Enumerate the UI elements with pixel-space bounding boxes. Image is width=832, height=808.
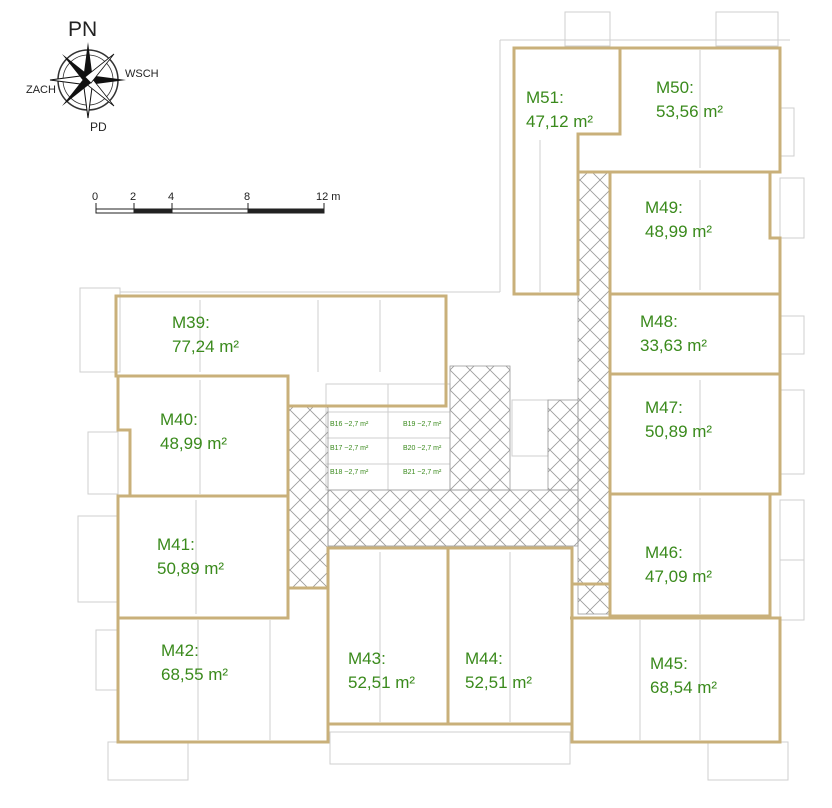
storage-label-b21: B21 ~2,7 m² — [403, 469, 442, 476]
apartment-m43-name: M43: — [348, 649, 386, 668]
scale-tick-4: 4 — [168, 191, 174, 203]
storage-label-b16: B16 ~2,7 m² — [330, 421, 369, 428]
storage-label-b20: B20 ~2,7 m² — [403, 445, 442, 452]
scale-bar: 0 2 4 8 12 m — [92, 191, 340, 214]
apartment-m48-area: 33,63 m² — [640, 336, 707, 355]
apartment-m44-name: M44: — [465, 649, 503, 668]
apartment-m43-outline — [326, 546, 450, 726]
apartment-m47-name: M47: — [645, 398, 683, 417]
compass-east-label: WSCH — [125, 68, 159, 80]
apartment-m46-name: M46: — [645, 543, 683, 562]
storage-label-b18: B18 ~2,7 m² — [330, 469, 369, 476]
storage-label-b17: B17 ~2,7 m² — [330, 445, 369, 452]
compass-rose: PN PD ZACH WSCH — [26, 18, 159, 134]
apartment-m50-area: 53,56 m² — [656, 102, 723, 121]
compass-north-label: PN — [68, 18, 97, 41]
apartment-m47-area: 50,89 m² — [645, 422, 712, 441]
apartment-m41-outline — [116, 494, 290, 620]
apartment-m49-area: 48,99 m² — [645, 222, 712, 241]
apartment-m44-area: 52,51 m² — [465, 673, 532, 692]
apartment-m41-area: 50,89 m² — [157, 559, 224, 578]
apartment-m48-outline — [608, 292, 782, 376]
storage-labels: B16 ~2,7 m² B17 ~2,7 m² B18 ~2,7 m² B19 … — [330, 421, 442, 476]
apartment-m48-name: M48: — [640, 312, 678, 331]
apartment-m46-area: 47,09 m² — [645, 567, 712, 586]
apartment-m39-outline — [114, 294, 448, 408]
apartment-m43-area: 52,51 m² — [348, 673, 415, 692]
apartment-m42-area: 68,55 m² — [161, 665, 228, 684]
apartment-m45-area: 68,54 m² — [650, 678, 717, 697]
apartment-m40-area: 48,99 m² — [160, 434, 227, 453]
scale-tick-8: 8 — [244, 191, 250, 203]
apartment-m39-area: 77,24 m² — [172, 337, 239, 356]
scale-tick-0: 0 — [92, 191, 98, 203]
apartment-labels: M51: 47,12 m² M50: 53,56 m² M49: 48,99 m… — [157, 78, 723, 697]
storage-label-b19: B19 ~2,7 m² — [403, 421, 442, 428]
apartment-m50-name: M50: — [656, 78, 694, 97]
apartment-m41-name: M41: — [157, 535, 195, 554]
apartment-m49-name: M49: — [645, 198, 683, 217]
compass-west-label: ZACH — [26, 84, 56, 96]
compass-south-label: PD — [90, 120, 107, 134]
apartment-m46-outline — [608, 492, 772, 618]
apartment-m39-name: M39: — [172, 313, 210, 332]
apartment-m42-name: M42: — [161, 641, 199, 660]
scale-tick-2: 2 — [130, 191, 136, 203]
apartment-m45-name: M45: — [650, 654, 688, 673]
apartment-m51-area: 47,12 m² — [526, 112, 593, 131]
corridor-hatched-areas — [287, 171, 611, 615]
apartment-outlines — [114, 46, 782, 744]
apartment-m50-outline — [576, 46, 782, 174]
scale-tick-12: 12 m — [316, 191, 340, 203]
apartment-m40-name: M40: — [160, 410, 198, 429]
apartment-m51-name: M51: — [526, 88, 564, 107]
